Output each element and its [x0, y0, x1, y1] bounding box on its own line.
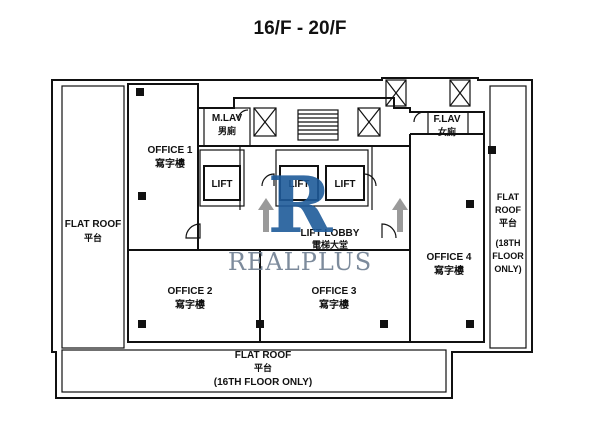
lift-car-1: [203, 165, 241, 201]
mlav-label: M.LAV: [212, 113, 243, 124]
shaft-right: [357, 107, 381, 137]
flat-roof-left-label: FLAT ROOF: [65, 219, 121, 230]
door-swing-2: [261, 173, 275, 187]
column: [256, 320, 264, 328]
flat-roof-bottom-area: [61, 349, 447, 393]
watermark-r-letter: R: [268, 160, 334, 251]
door-swing-6: [413, 111, 425, 123]
floor-title: 16/F - 20/F: [254, 18, 347, 39]
office2-zh: 寫字樓: [175, 298, 205, 311]
flav-label: F.LAV: [433, 114, 460, 125]
door-swing-5: [237, 109, 249, 121]
flat-roof-left-zh: 平台: [84, 232, 102, 243]
column: [138, 320, 146, 328]
door-swing-1: [185, 223, 201, 239]
column: [466, 200, 474, 208]
staircase: [297, 109, 339, 141]
column: [136, 88, 144, 96]
shaft-top-right-1: [385, 79, 407, 107]
watermark-text: REALPLUS: [228, 248, 372, 276]
flat-roof-right-line1: FLAT: [497, 192, 520, 202]
office3-label: OFFICE 3: [311, 286, 356, 297]
outer-boundary: [51, 77, 533, 399]
lift-1-label: LIFT: [211, 179, 232, 190]
lift-lobby-zh: 電梯大堂: [312, 239, 348, 250]
flat-roof-left-area: [61, 85, 125, 349]
lift-car-2: [279, 165, 319, 201]
office2-label: OFFICE 2: [167, 286, 212, 297]
flat-roof-right-zh: 平台: [499, 217, 517, 228]
office3-zh: 寫字樓: [319, 298, 349, 311]
watermark-logo: R REALPLUS: [228, 160, 372, 276]
column: [380, 320, 388, 328]
flat-roof-right-area: [489, 85, 527, 349]
lift-2-label: LIFT: [288, 179, 309, 190]
flat-roof-right-line2: ROOF: [495, 205, 522, 215]
door-swing-3: [363, 173, 377, 187]
lift-3-label: LIFT: [334, 179, 355, 190]
office4-zh: 寫字樓: [434, 264, 464, 277]
column: [138, 192, 146, 200]
office1-zh: 寫字樓: [155, 157, 185, 170]
office1-label: OFFICE 1: [147, 145, 192, 156]
lift-lobby-label: LIFT LOBBY: [301, 228, 360, 239]
arrow-up-left: [258, 198, 274, 232]
flat-roof-bottom-zh: 平台: [254, 362, 272, 373]
door-swing-4: [381, 223, 397, 239]
lift-shaft-1: [199, 149, 245, 207]
mlav-zh: 男廁: [218, 125, 236, 136]
flat-roof-bottom-label: FLAT ROOF: [235, 350, 291, 361]
column: [488, 146, 496, 154]
flat-roof-bottom-note: (16TH FLOOR ONLY): [214, 377, 313, 388]
shaft-top-right-2: [449, 79, 471, 107]
mlav-room: [203, 107, 251, 147]
flat-roof-right-note3: ONLY): [494, 264, 521, 274]
arrow-up-right: [392, 198, 408, 232]
office4-label: OFFICE 4: [426, 252, 471, 263]
flav-zh: 女廁: [438, 126, 456, 137]
flav-room: [427, 111, 469, 135]
lift-shaft-23: [275, 149, 369, 207]
column: [466, 320, 474, 328]
shaft-left: [253, 107, 277, 137]
flat-roof-right-note1: (18TH: [495, 238, 520, 248]
flat-roof-right-note2: FLOOR: [492, 251, 524, 261]
